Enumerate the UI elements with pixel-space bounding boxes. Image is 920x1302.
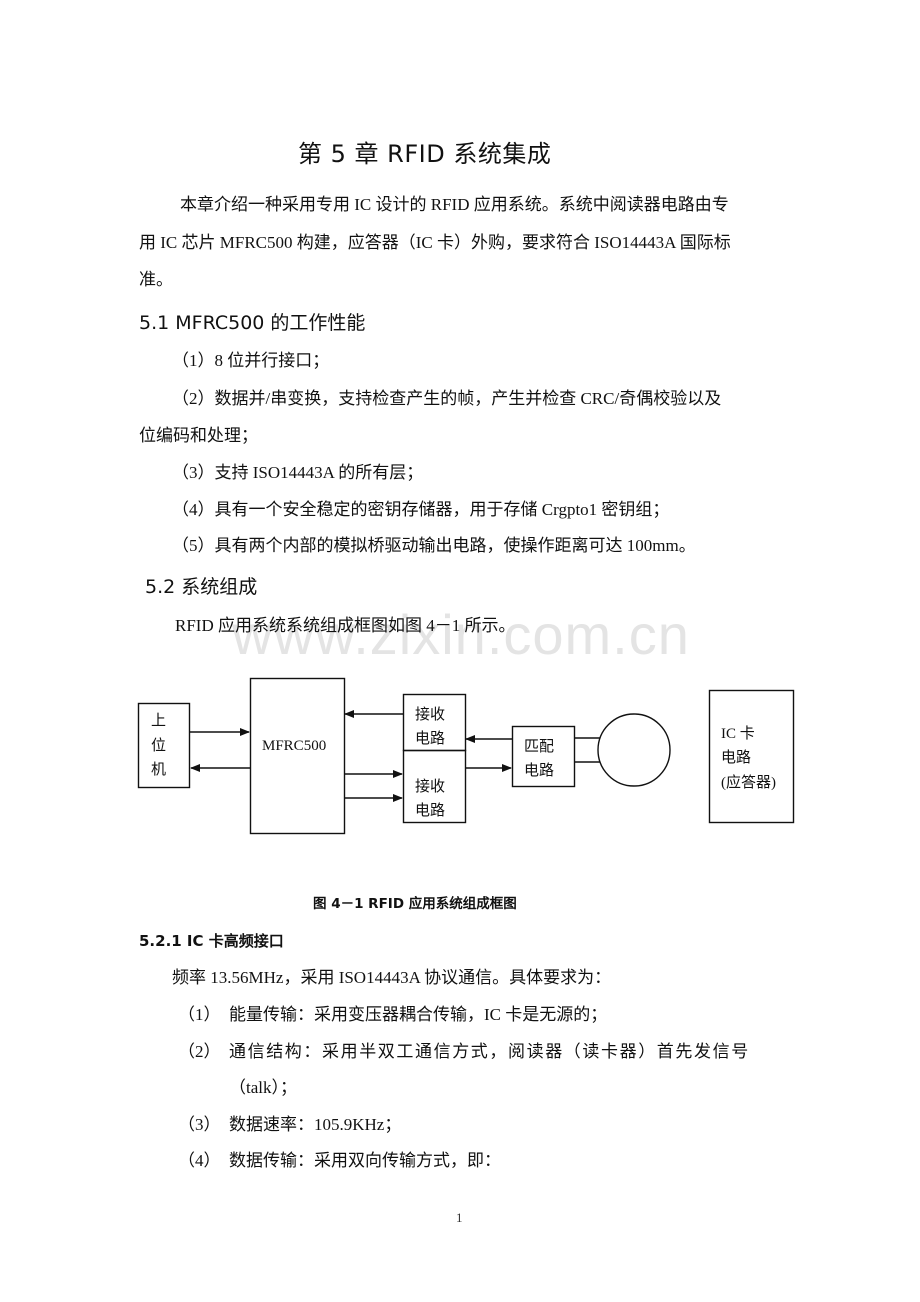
req-text: 能量传输：采用变压器耦合传输，IC 卡是无源的； [229,1005,608,1024]
mfrc500-box [249,677,346,835]
rx-top-label-2: 电路 [415,730,445,747]
intro-line-1: 本章介绍一种采用专用 IC 设计的 RFID 应用系统。系统中阅读器电路由专 [180,195,729,214]
intro-line-2: 用 IC 芯片 MFRC500 构建，应答器（IC 卡）外购，要求符合 ISO1… [139,233,731,252]
rx-bottom-label-1: 接收 [415,778,445,795]
block-diagram: 上 位 机 MFRC500 接收 电路 接收 电路 匹配 电路 IC 卡 电路 … [137,677,795,835]
rx-bottom-box [402,749,467,824]
host-label-3: 机 [151,761,166,778]
intro-line-3: 准。 [139,270,173,289]
list-item: （2）数据并/串变换，支持检查产生的帧，产生并检查 CRC/奇偶校验以及 [172,389,722,408]
req-text-continuation: （talk）； [229,1078,297,1097]
match-label-2: 电路 [524,762,554,779]
ic-card-box [708,689,795,824]
section-5-2-1-heading: 5.2.1 IC 卡高频接口 [139,932,284,950]
card-label-3: (应答器) [721,773,776,791]
req-text: 数据速率：105.9KHz； [229,1115,402,1134]
rx-bottom-label-2: 电路 [415,802,445,819]
match-label-1: 匹配 [524,738,554,755]
list-item: （3）支持 ISO14443A 的所有层； [172,463,424,482]
figure-caption: 图 4－1 RFID 应用系统组成框图 [313,896,517,912]
card-label-1: IC 卡 [721,725,755,742]
section-5-2-1-intro: 频率 13.56MHz，采用 ISO14443A 协议通信。具体要求为： [172,968,612,987]
match-box [511,725,576,788]
host-box [137,702,191,789]
chapter-title: 第 5 章 RFID 系统集成 [298,140,552,168]
card-label-2: 电路 [721,749,751,766]
list-item: （5）具有两个内部的模拟桥驱动输出电路，使操作距离可达 100mm。 [172,536,696,555]
req-num: （3） [178,1115,221,1134]
antenna-coil [597,713,671,787]
req-num: （2） [178,1042,221,1061]
req-num: （4） [178,1151,221,1170]
list-item: （4）具有一个安全稳定的密钥存储器，用于存储 Crgpto1 密钥组； [172,500,670,519]
list-item-continuation: 位编码和处理； [139,426,258,445]
req-text: 通信结构：采用半双工通信方式，阅读器（读卡器）首先发信号 [229,1042,750,1061]
mfrc500-label: MFRC500 [262,738,326,754]
req-num: （1） [178,1005,221,1024]
section-5-2-text: RFID 应用系统系统组成框图如图 4－1 所示。 [175,616,516,635]
section-5-1-heading: 5.1 MFRC500 的工作性能 [139,312,366,334]
list-item: （1）8 位并行接口； [172,351,330,370]
section-5-2-heading: 5.2 系统组成 [145,576,258,598]
page-number: 1 [456,1210,463,1225]
host-label-2: 位 [151,737,166,754]
req-text: 数据传输：采用双向传输方式，即： [229,1151,501,1170]
host-label-1: 上 [151,712,166,729]
watermark: www.zixin.com.cn [232,603,690,666]
rx-top-label-1: 接收 [415,706,445,723]
